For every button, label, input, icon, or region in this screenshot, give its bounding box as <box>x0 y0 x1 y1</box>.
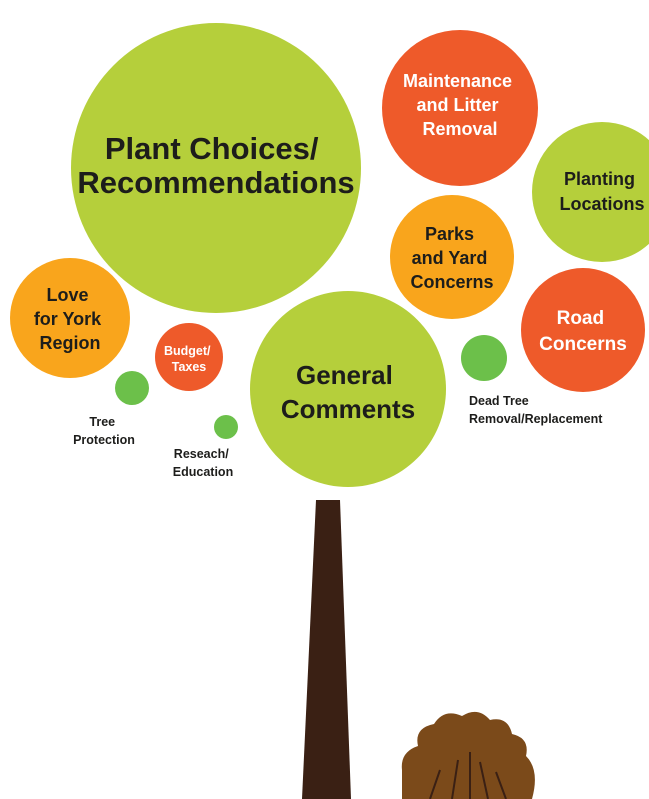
label-maintenance: Maintenance and Litter Removal <box>403 71 517 139</box>
label-tree-protection: Tree Protection <box>73 415 135 447</box>
label-dead-tree: Dead Tree Removal/Replacement <box>469 394 603 426</box>
label-budget: Budget/ Taxes <box>164 344 214 374</box>
stump-icon <box>401 711 535 799</box>
bubble-general <box>250 291 446 487</box>
bubble-planting-locations <box>532 122 649 262</box>
bubble-love-york <box>10 258 130 378</box>
label-planting-locations: Planting Locations <box>559 169 644 214</box>
bubble-dead-tree <box>461 335 507 381</box>
tree-trunk <box>302 500 351 799</box>
bubble-budget <box>155 323 223 391</box>
label-reseach: Reseach/ Education <box>173 447 233 479</box>
label-love-york: Love for York Region <box>34 285 106 353</box>
bubble-maintenance <box>382 30 538 186</box>
bubble-tree-protection <box>115 371 149 405</box>
bubble-plant-choices <box>71 23 361 313</box>
bubble-parks-yard <box>390 195 514 319</box>
label-road: Road Concerns <box>539 308 627 355</box>
bubble-road <box>521 268 645 392</box>
label-parks-yard: Parks and Yard Concerns <box>410 224 493 292</box>
label-plant-choices: Plant Choices/ Recommendations <box>77 131 354 200</box>
label-general: General Comments <box>281 360 415 424</box>
bubble-reseach <box>214 415 238 439</box>
